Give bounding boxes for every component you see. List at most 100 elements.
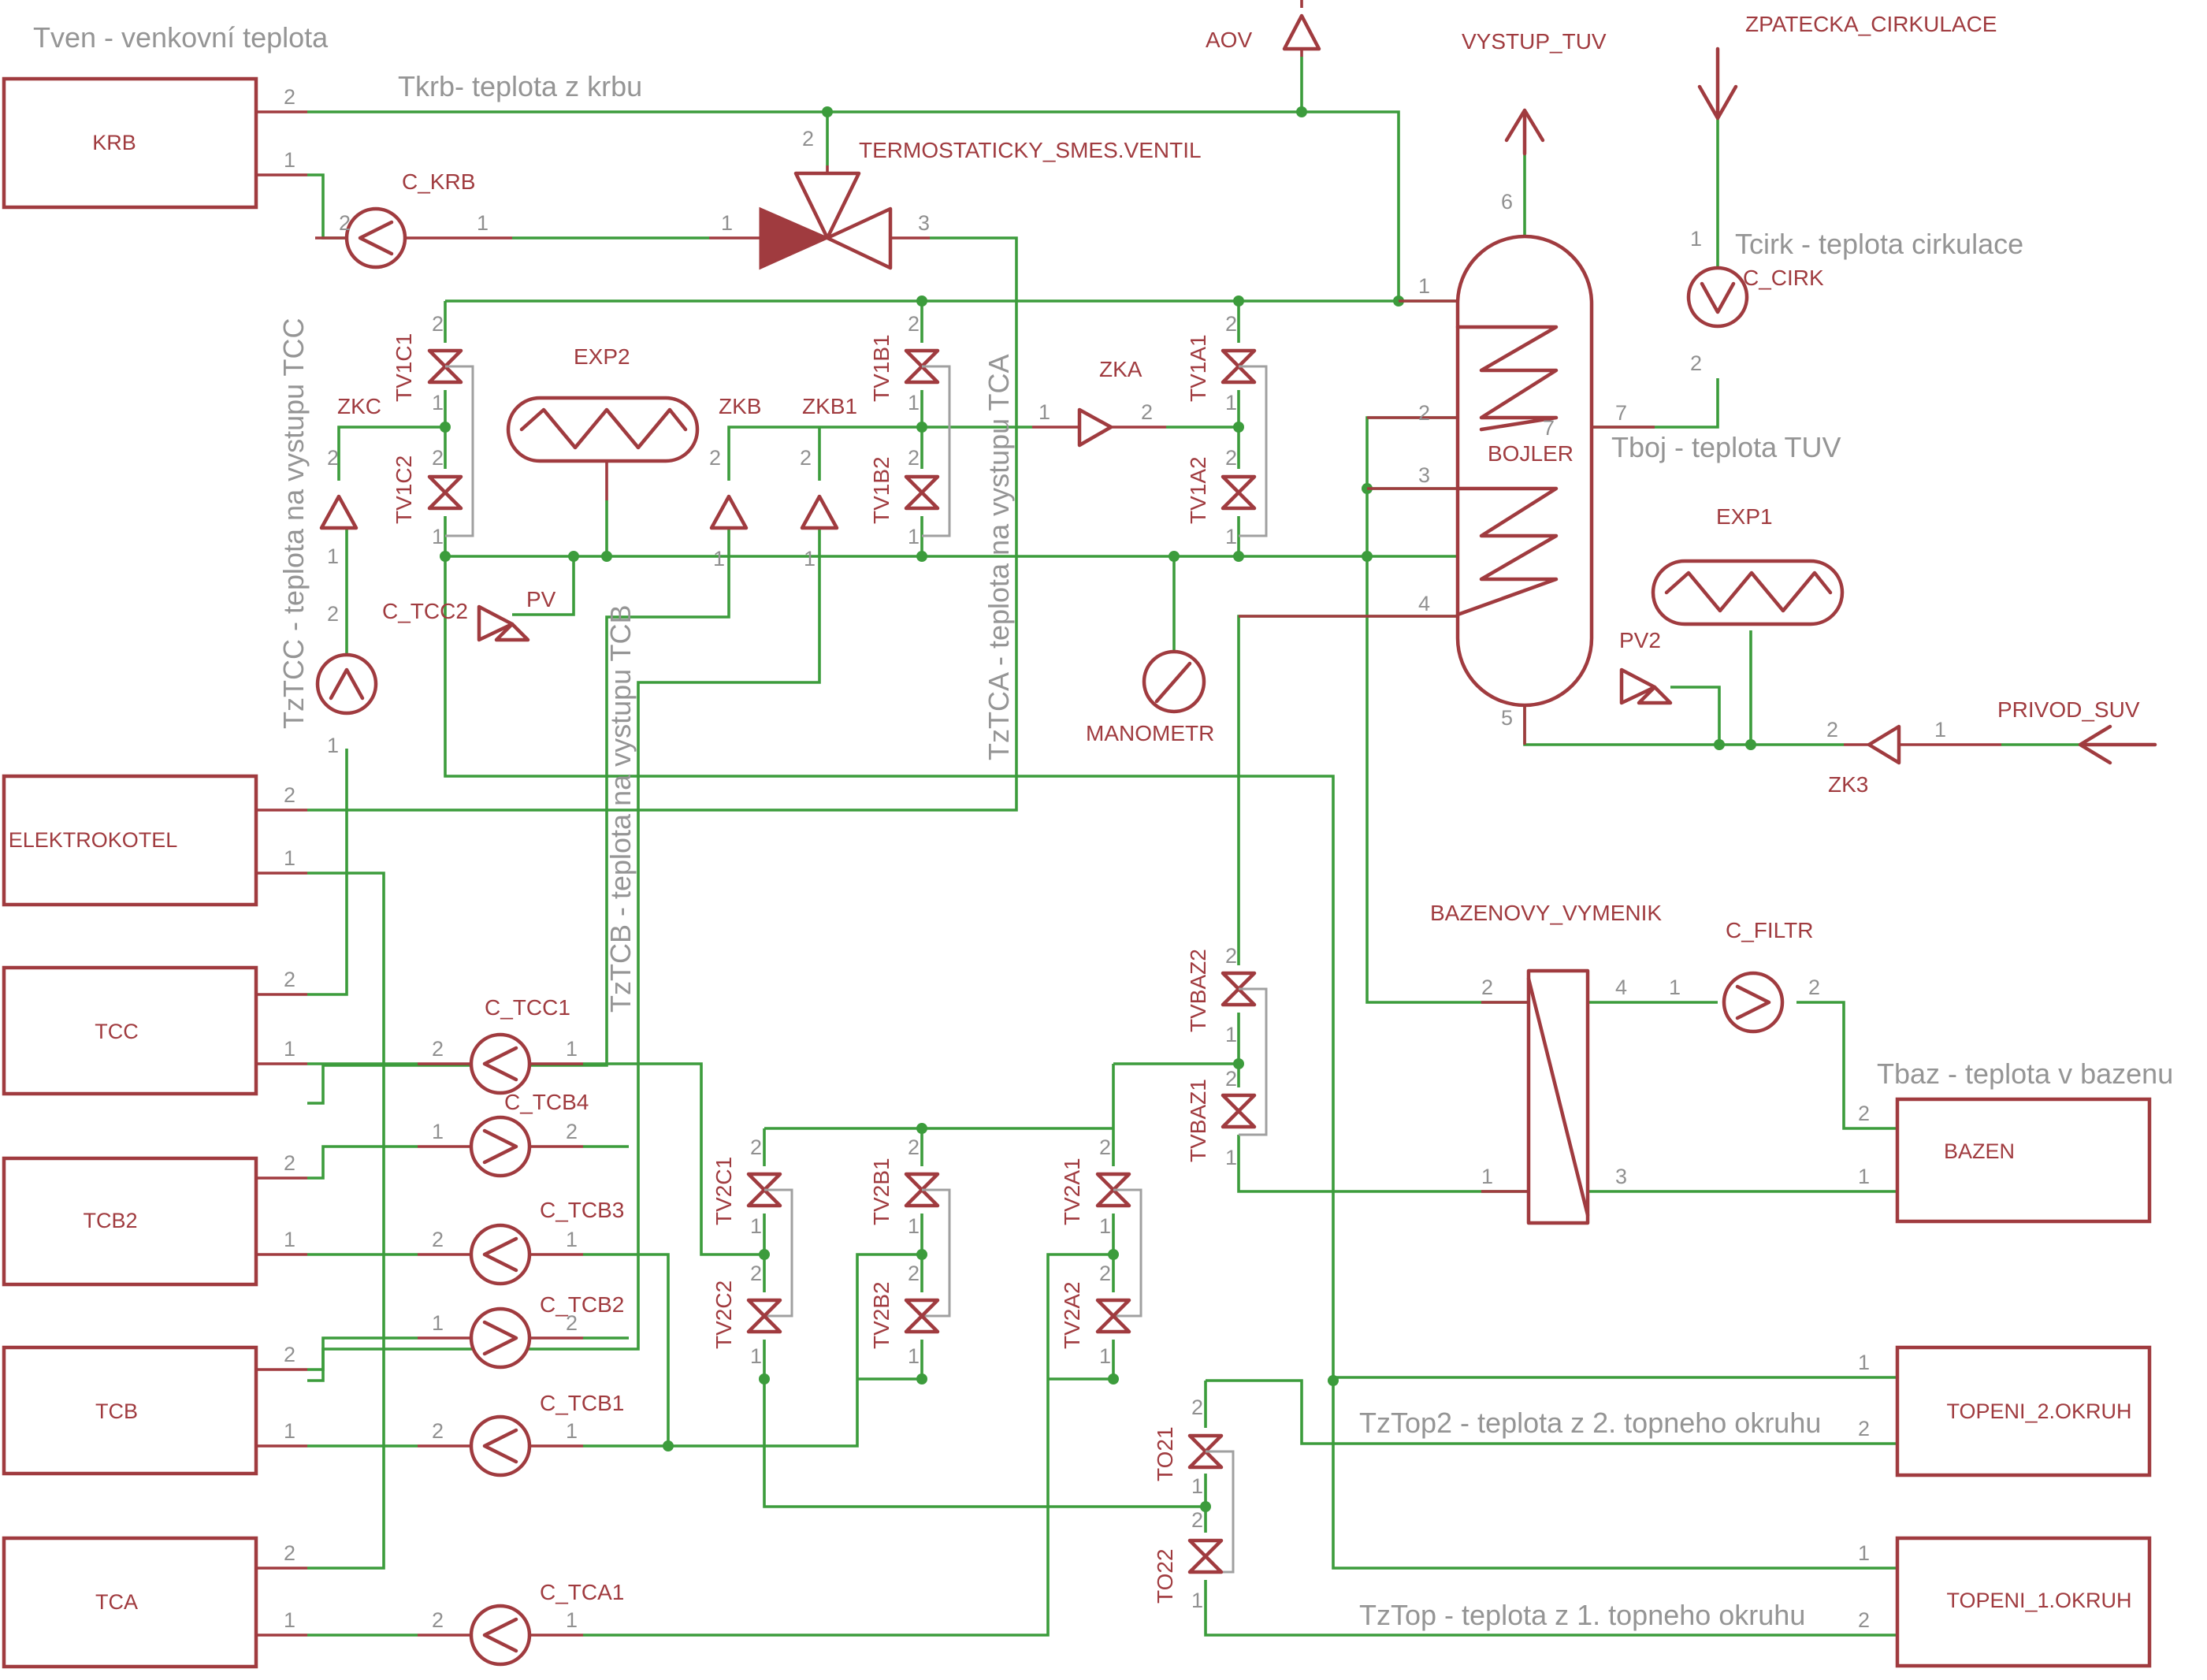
svg-text:1: 1	[284, 1608, 295, 1632]
svg-text:TVBAZ2: TVBAZ2	[1186, 949, 1210, 1032]
svg-text:2: 2	[284, 783, 295, 807]
safety-valve-pv[interactable]: PV C_TCC2	[382, 587, 556, 642]
expansion-vessel-exp2[interactable]: EXP2	[506, 344, 700, 500]
svg-text:2: 2	[709, 446, 721, 470]
annotations: Tven - venkovní teplota Tkrb- teplota z …	[33, 21, 2173, 1631]
valve-tv1a1: 21 TV1A1	[1186, 312, 1268, 537]
valve-tv1c1: 21 TV1C1	[392, 312, 474, 537]
block-tcb[interactable]: TCB 21	[2, 1343, 307, 1476]
svg-text:2: 2	[339, 211, 351, 235]
inlet-privod-suv[interactable]: PRIVOD_SUV	[1997, 697, 2157, 765]
inlet-label: PRIVOD_SUV	[1997, 697, 2140, 722]
svg-text:1: 1	[327, 734, 339, 757]
svg-text:2: 2	[1099, 1135, 1111, 1159]
block-label: TOPENI_1.OKRUH	[1946, 1589, 2131, 1612]
block-tcb2[interactable]: TCB2 21	[2, 1151, 307, 1287]
svg-text:1: 1	[1225, 525, 1237, 548]
svg-text:TV2C2: TV2C2	[712, 1280, 736, 1349]
svg-text:2: 2	[1191, 1508, 1203, 1532]
valve-tv1c2: 21 TV1C2	[392, 446, 463, 548]
note-tven: Tven - venkovní teplota	[33, 21, 329, 54]
block-tcc[interactable]: TCC 21	[2, 965, 307, 1096]
svg-text:2: 2	[1481, 976, 1493, 999]
valve-tv2c2: 21 TV2C2	[712, 1262, 782, 1368]
pump-label: C_TCB3	[540, 1198, 624, 1222]
svg-text:1: 1	[1038, 400, 1050, 424]
svg-text:1: 1	[908, 1214, 920, 1238]
pump-label: C_TCC1	[485, 995, 570, 1020]
svg-text:2: 2	[750, 1135, 762, 1159]
svg-text:TV2B2: TV2B2	[869, 1281, 894, 1349]
safety-valve-label: PV2	[1619, 628, 1661, 652]
svg-text:1: 1	[1225, 1023, 1237, 1046]
svg-text:TV2C1: TV2C1	[712, 1157, 736, 1225]
svg-text:5: 5	[1501, 706, 1513, 730]
svg-text:1: 1	[1225, 391, 1237, 414]
svg-text:TV1A1: TV1A1	[1186, 334, 1210, 402]
inlet-label: ZPATECKA_CIRKULACE	[1745, 12, 1997, 36]
heat-exchanger-bazenovy[interactable]: 21 43 BAZENOVY_VYMENIK	[1430, 901, 1662, 1225]
check-valve-label: ZKC	[337, 394, 381, 418]
ball-valves[interactable]: 21 TV1C1 21 TV1C2 21 TV1B1 21 TV1B2 21 T…	[392, 312, 1268, 1612]
block-tca[interactable]: TCA 21	[2, 1536, 307, 1669]
bojler-tank[interactable]: 12 34 57 7 BOJLER	[1239, 234, 1655, 745]
pressure-gauge-manometr[interactable]: MANOMETR	[1086, 649, 1214, 745]
svg-text:TV1A2: TV1A2	[1186, 456, 1210, 524]
svg-text:2: 2	[908, 446, 920, 470]
expansion-vessel-exp1[interactable]: EXP1	[1651, 504, 1845, 626]
block-topeni-2-okruh[interactable]: TOPENI_2.OKRUH 12	[1858, 1345, 2152, 1477]
pump-label: C_TCB2	[540, 1292, 624, 1317]
svg-text:1: 1	[477, 211, 489, 235]
svg-text:2: 2	[284, 968, 295, 991]
wires	[307, 57, 2080, 1637]
pump-c-cirk[interactable]: 12 C_CIRK	[1686, 227, 1824, 375]
bojler-label: BOJLER	[1488, 441, 1574, 466]
check-valve-zkb1[interactable]: 21 ZKB1	[800, 394, 857, 571]
svg-text:2: 2	[432, 1228, 444, 1251]
inlet-zpatecka-cirkulace[interactable]: ZPATECKA_CIRKULACE	[1697, 12, 1997, 121]
aov-label: AOV	[1206, 28, 1252, 52]
svg-text:2: 2	[1418, 401, 1430, 425]
svg-text:2: 2	[1225, 944, 1237, 968]
svg-text:3: 3	[1418, 463, 1430, 487]
note-tztca: TzTCA - teplota na vystupu TCA	[983, 354, 1015, 760]
svg-text:TO22: TO22	[1153, 1548, 1177, 1604]
safety-valve-pv2[interactable]: PV2	[1619, 628, 1673, 705]
svg-text:1: 1	[908, 391, 920, 414]
exchanger-label: BAZENOVY_VYMENIK	[1430, 901, 1662, 925]
valve-to22: 21 TO22	[1153, 1508, 1224, 1612]
block-bazen[interactable]: BAZEN 21	[1858, 1097, 2152, 1224]
svg-text:2: 2	[432, 1037, 444, 1061]
outlet-vystup-tuv[interactable]: 6 VYSTUP_TUV	[1462, 29, 1607, 214]
valve-label: TERMOSTATICKY_SMES.VENTIL	[859, 138, 1202, 162]
outlet-label: VYSTUP_TUV	[1462, 29, 1607, 54]
block-topeni-1-okruh[interactable]: TOPENI_1.OKRUH 12	[1858, 1536, 2152, 1668]
svg-text:1: 1	[750, 1214, 762, 1238]
svg-text:1: 1	[908, 525, 920, 548]
block-label: KRB	[92, 131, 136, 154]
svg-text:1: 1	[1858, 1351, 1870, 1374]
block-label: TCB2	[83, 1209, 137, 1232]
block-krb[interactable]: KRB 21	[2, 76, 307, 210]
valve-tv1b1: 2 1 TV1B1	[869, 312, 951, 537]
svg-text:TV1B1: TV1B1	[869, 334, 894, 402]
block-elektrokotel[interactable]: ELEKTROKOTEL 21	[2, 774, 307, 907]
check-valve-zkc[interactable]: ZKC	[319, 394, 381, 530]
aov-vent[interactable]: AOV	[1206, 0, 1321, 57]
svg-text:1: 1	[327, 545, 339, 568]
check-valve-zkb[interactable]: 21 ZKB	[709, 394, 761, 571]
svg-text:2: 2	[908, 1135, 920, 1159]
valve-to21: 21 TO21	[1153, 1396, 1235, 1574]
pump-c-tcc2: 21 12	[315, 446, 378, 757]
